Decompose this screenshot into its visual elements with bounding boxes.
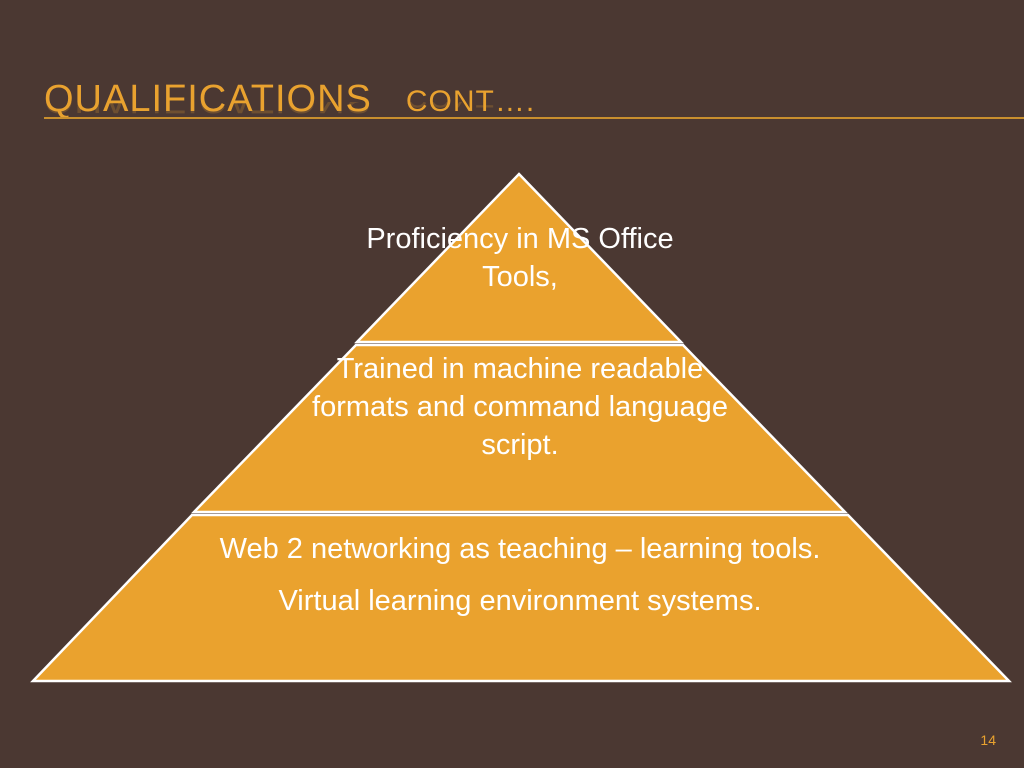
tier-middle-text: Trained in machine readable formats and …: [300, 350, 740, 464]
pyramid-tier-top: [354, 172, 684, 344]
tier-middle-line: Trained in machine readable formats and …: [312, 353, 728, 461]
tier-bottom-text: Web 2 networking as teaching – learning …: [160, 530, 880, 620]
pyramid-tier-middle: [191, 343, 848, 514]
pyramid-tier-bottom: [30, 513, 1012, 683]
title-divider: [44, 117, 1024, 119]
tier-bottom-line-1: Web 2 networking as teaching – learning …: [219, 533, 821, 565]
slide-title-sub: CONT….: [405, 85, 536, 118]
slide-title: QUALIFICATIONS CONT….: [44, 76, 535, 125]
slide-title-main: QUALIFICATIONS: [44, 78, 372, 120]
page-number: 14: [980, 732, 996, 748]
tier-bottom-line-2: Virtual learning environment systems.: [278, 585, 762, 617]
tier-top-text: Proficiency in MS Office Tools,: [360, 220, 680, 296]
tier-top-line: Proficiency in MS Office Tools,: [366, 223, 674, 293]
slide-title-area: QUALIFICATIONS CONT…. QUALIFICATIONS CONT……: [44, 76, 535, 125]
